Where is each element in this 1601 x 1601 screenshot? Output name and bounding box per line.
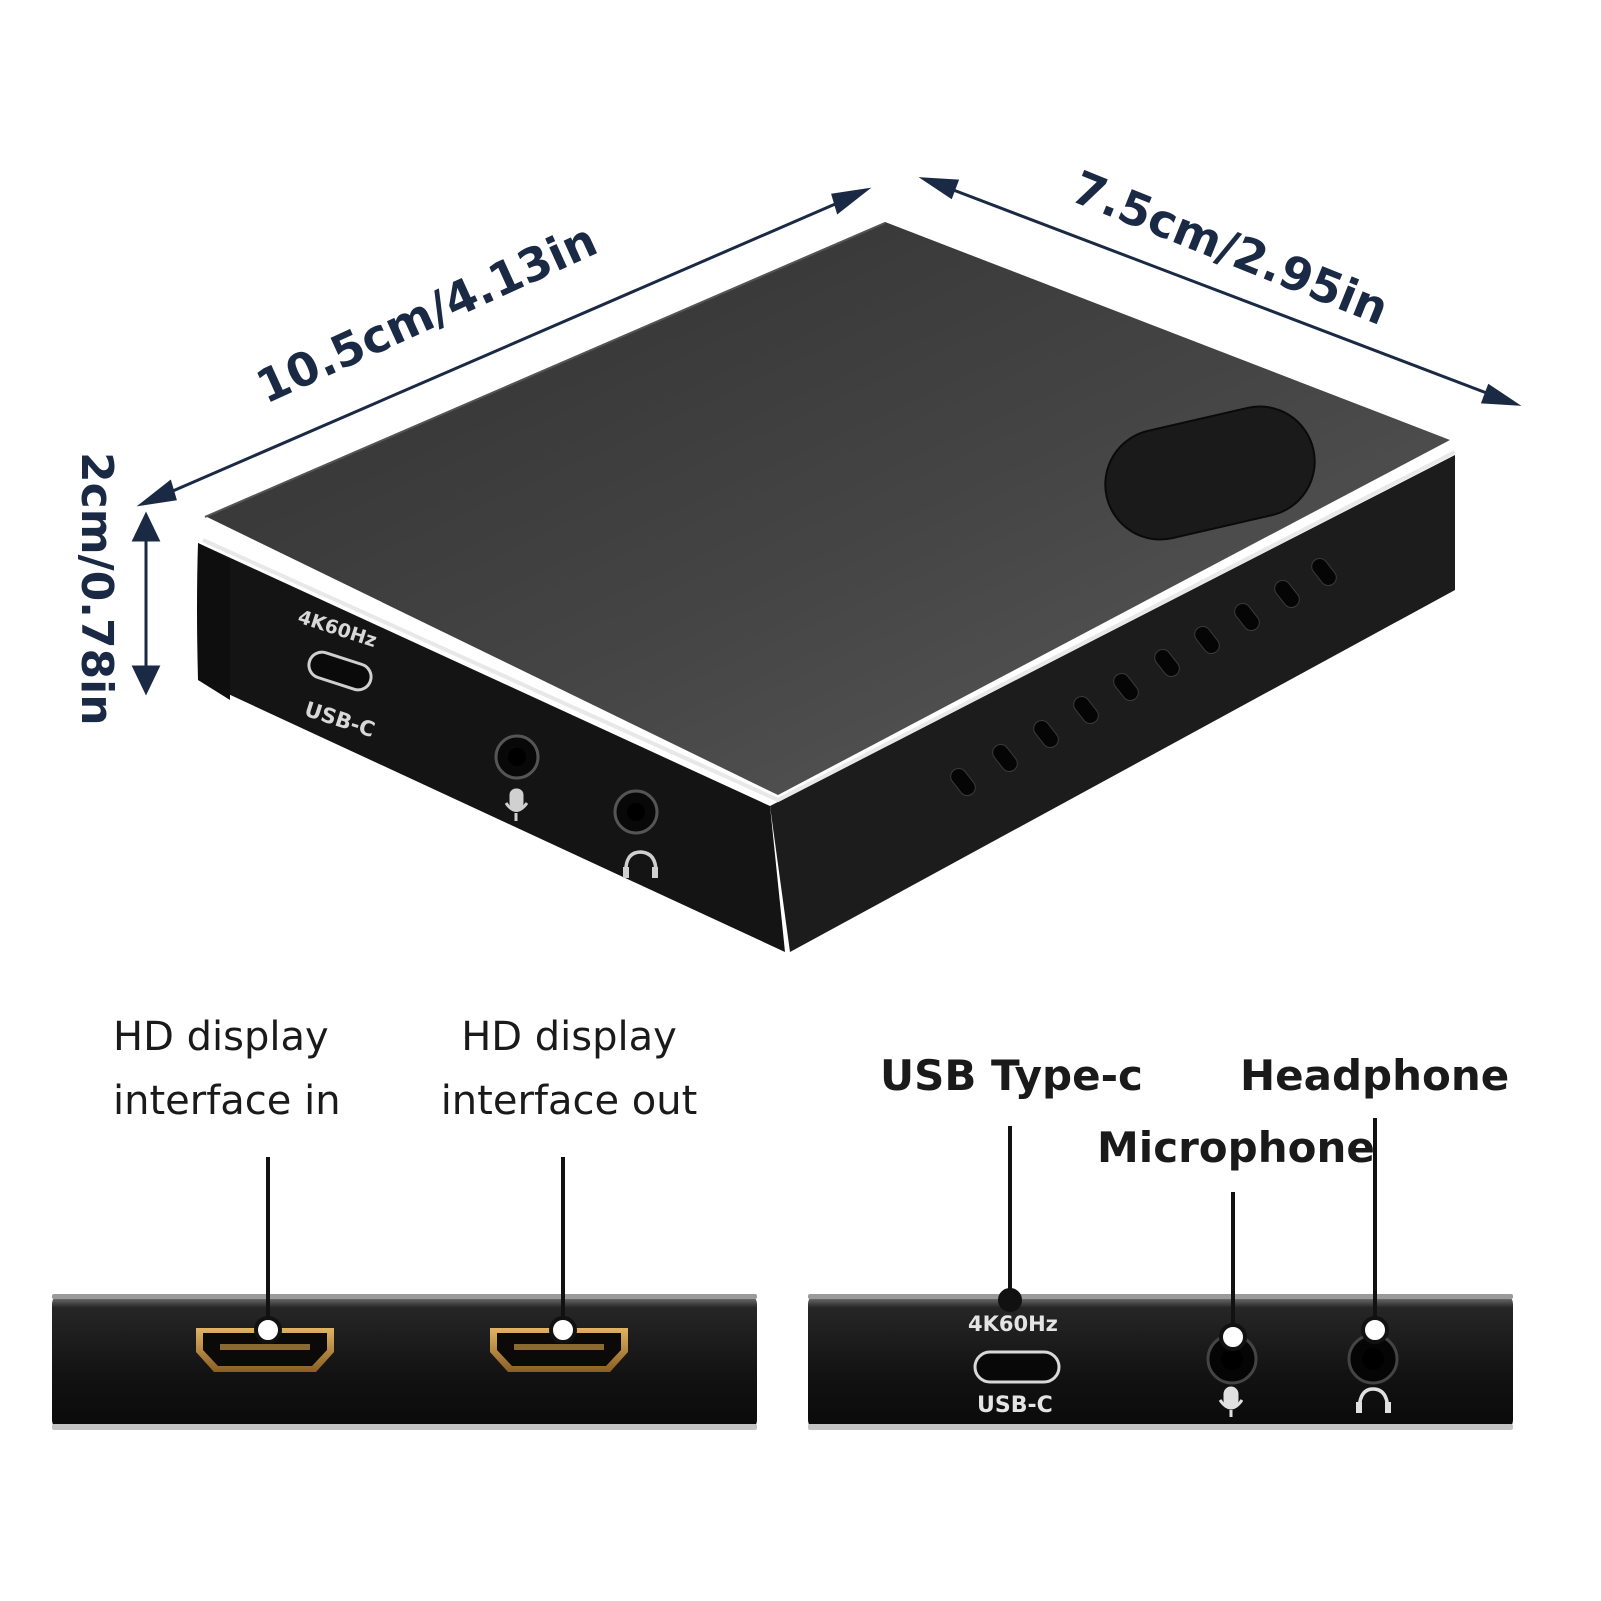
- side-resolution-marking: 4K60Hz: [968, 1312, 1058, 1336]
- side-usb-marking: USB-C: [977, 1393, 1053, 1418]
- callout-usb-type-c: USB Type-c: [880, 1051, 1143, 1100]
- callout-microphone: Microphone: [1097, 1123, 1375, 1172]
- audio-jack-mic-side: [1206, 1333, 1258, 1385]
- dimension-height-label: 2cm/0.78in: [71, 452, 122, 726]
- audio-jack-mic: [494, 734, 540, 780]
- device-side-hdmi: [52, 1294, 757, 1430]
- dimension-arrow-height: [131, 511, 161, 696]
- microphone-icon: [504, 788, 529, 821]
- callout-hdmi-out: HD display interface out: [440, 1005, 698, 1133]
- status-window: [1104, 405, 1316, 541]
- usb-c-port-side: [973, 1350, 1061, 1384]
- hdmi-port-out: [490, 1328, 628, 1372]
- microphone-icon: [1218, 1386, 1244, 1417]
- device-3d-view: [197, 222, 1456, 952]
- hdmi-port-in: [196, 1328, 334, 1372]
- vent-slots: [950, 557, 1337, 797]
- headphone-icon: [623, 850, 658, 878]
- callout-lines: [254, 1118, 1389, 1351]
- device-side-usb-audio: [808, 1294, 1513, 1430]
- callout-hdmi-out-line2: interface out: [440, 1078, 698, 1124]
- usb-c-port: [307, 650, 373, 692]
- callout-headphone: Headphone: [1240, 1051, 1510, 1100]
- callout-hdmi-in: HD display interface in: [113, 1005, 341, 1133]
- callout-hdmi-out-line1: HD display: [461, 1014, 677, 1060]
- dimension-arrow-length: [136, 187, 872, 507]
- callout-hdmi-in-line2: interface in: [113, 1078, 341, 1124]
- headphone-icon: [1356, 1387, 1391, 1413]
- dimension-arrow-width: [918, 177, 1522, 406]
- audio-jack-headphone: [613, 789, 659, 835]
- callout-hdmi-in-line1: HD display: [113, 1014, 329, 1060]
